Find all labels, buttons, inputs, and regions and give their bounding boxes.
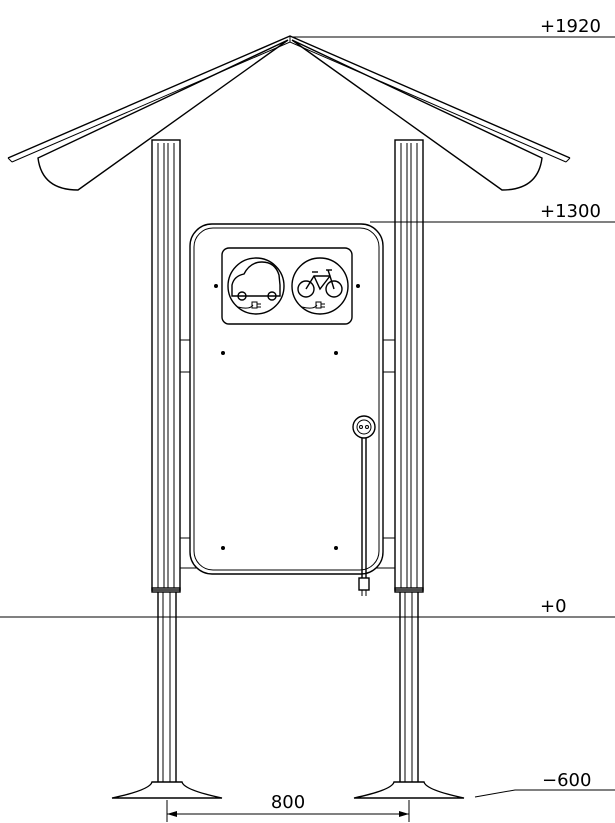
foundation-level-label: −600	[542, 770, 591, 791]
roof-top-level-label: +1920	[540, 16, 601, 37]
foundation-leader	[474, 789, 615, 798]
charging-cable	[352, 415, 376, 596]
left-foundation-post	[111, 592, 223, 799]
charging-panel	[189, 223, 384, 575]
panel-top-level-label: +1300	[540, 201, 601, 222]
right-post	[394, 139, 424, 593]
roof-left-slope	[37, 39, 289, 191]
left-post	[151, 139, 181, 593]
right-foundation-post	[353, 592, 465, 799]
icon-plate	[221, 247, 353, 325]
post-spacing-label: 800	[271, 792, 305, 813]
roof-right-slope	[291, 39, 543, 191]
post-spacing-dimension	[166, 800, 410, 822]
bicycle-charging-icon	[291, 257, 349, 315]
ground-level-label: +0	[540, 596, 567, 617]
roof	[7, 35, 571, 191]
car-charging-icon	[227, 257, 285, 315]
